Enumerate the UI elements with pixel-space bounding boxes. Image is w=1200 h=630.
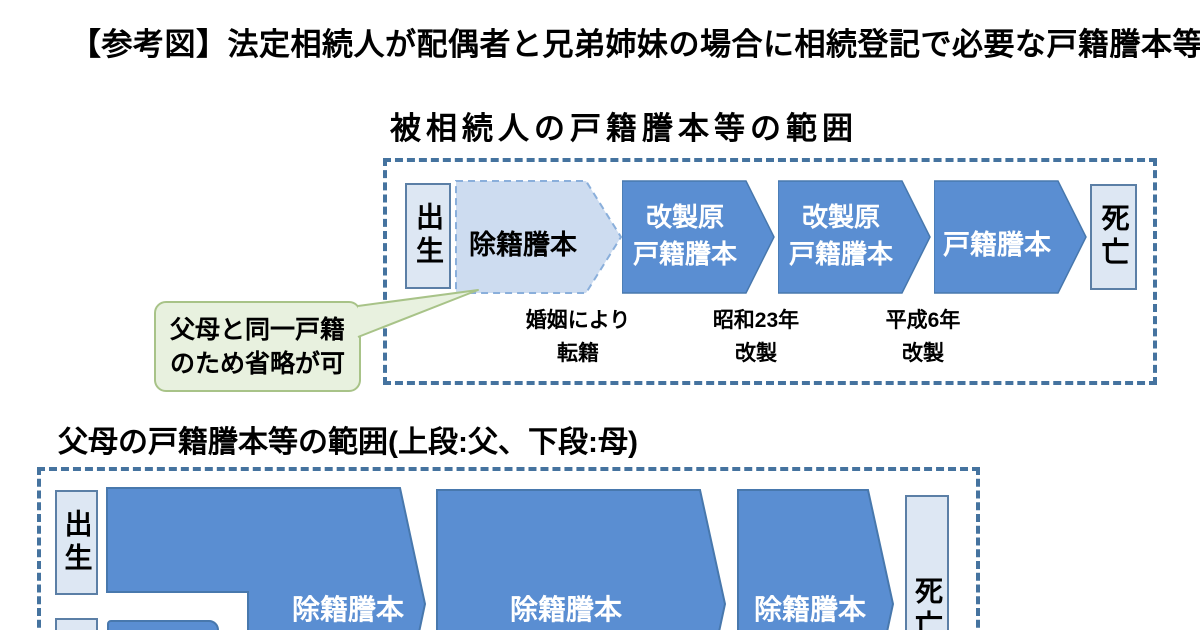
mother-birth-box: 出生 bbox=[55, 618, 98, 630]
father-birth-box: 出生 bbox=[55, 490, 98, 595]
parents-range-frame bbox=[37, 467, 980, 630]
deceased-section-title: 被相続人の戸籍謄本等の範囲 bbox=[390, 111, 858, 146]
parents-joseki-label-3: 除籍謄本 bbox=[753, 594, 866, 625]
joseki-tohon-chevron bbox=[455, 180, 623, 294]
deceased-range-frame bbox=[383, 158, 1157, 385]
note-line2: 改製 bbox=[735, 342, 777, 365]
mother-register-shape bbox=[107, 620, 219, 630]
parents-death-label: 死亡 bbox=[912, 576, 943, 630]
note-line1: 昭和23年 bbox=[712, 309, 800, 332]
father-birth-label: 出生 bbox=[61, 508, 93, 577]
note-line1: 平成6年 bbox=[885, 309, 961, 332]
label-line1: 改製原 bbox=[801, 202, 880, 232]
label-line2: 戸籍謄本 bbox=[632, 239, 737, 269]
label-line1: 改製原 bbox=[645, 202, 724, 232]
deceased-birth-box: 出生 bbox=[405, 183, 451, 289]
note-showa23-remake: 昭和23年 改製 bbox=[676, 304, 836, 370]
deceased-birth-label: 出生 bbox=[413, 202, 444, 270]
parents-joseki-shape-3 bbox=[737, 489, 895, 630]
parents-section-title: 父母の戸籍謄本等の範囲(上段:父、下段:母) bbox=[58, 426, 638, 459]
koseki-tohon-chevron bbox=[934, 180, 1087, 294]
kaisei-gen-koseki-chevron-1 bbox=[622, 180, 775, 294]
kaisei-gen-koseki-label-2: 改製原 戸籍謄本 bbox=[778, 199, 904, 273]
callout-line2: のため省略が可 bbox=[169, 349, 345, 378]
parents-joseki-shape-1 bbox=[106, 487, 427, 630]
parents-joseki-label-1: 除籍謄本 bbox=[291, 594, 404, 625]
kaisei-gen-koseki-label-1: 改製原 戸籍謄本 bbox=[622, 199, 748, 273]
parents-joseki-label-2: 除籍謄本 bbox=[509, 594, 622, 625]
parents-death-box: 死亡 bbox=[905, 495, 949, 630]
deceased-death-label: 死亡 bbox=[1098, 203, 1130, 271]
note-heisei6-remake: 平成6年 改製 bbox=[843, 304, 1003, 370]
note-line2: 転籍 bbox=[557, 342, 599, 365]
joseki-tohon-label: 除籍謄本 bbox=[469, 230, 577, 260]
callout-bubble: 父母と同一戸籍 のため省略が可 bbox=[154, 301, 361, 392]
kaisei-gen-koseki-chevron-2 bbox=[778, 180, 931, 294]
callout-tail bbox=[357, 289, 479, 338]
note-line2: 改製 bbox=[902, 342, 944, 365]
note-line1: 婚姻により bbox=[525, 309, 631, 332]
parents-joseki-shape-2 bbox=[436, 489, 727, 630]
label-line2: 戸籍謄本 bbox=[788, 239, 893, 269]
koseki-tohon-label: 戸籍謄本 bbox=[943, 230, 1051, 260]
page-title: 【参考図】法定相続人が配偶者と兄弟姉妹の場合に相続登記で必要な戸籍謄本等 bbox=[70, 27, 1200, 62]
note-marriage-transfer: 婚姻により 転籍 bbox=[498, 304, 658, 370]
callout-line1: 父母と同一戸籍 bbox=[169, 315, 345, 344]
deceased-death-box: 死亡 bbox=[1090, 184, 1137, 290]
